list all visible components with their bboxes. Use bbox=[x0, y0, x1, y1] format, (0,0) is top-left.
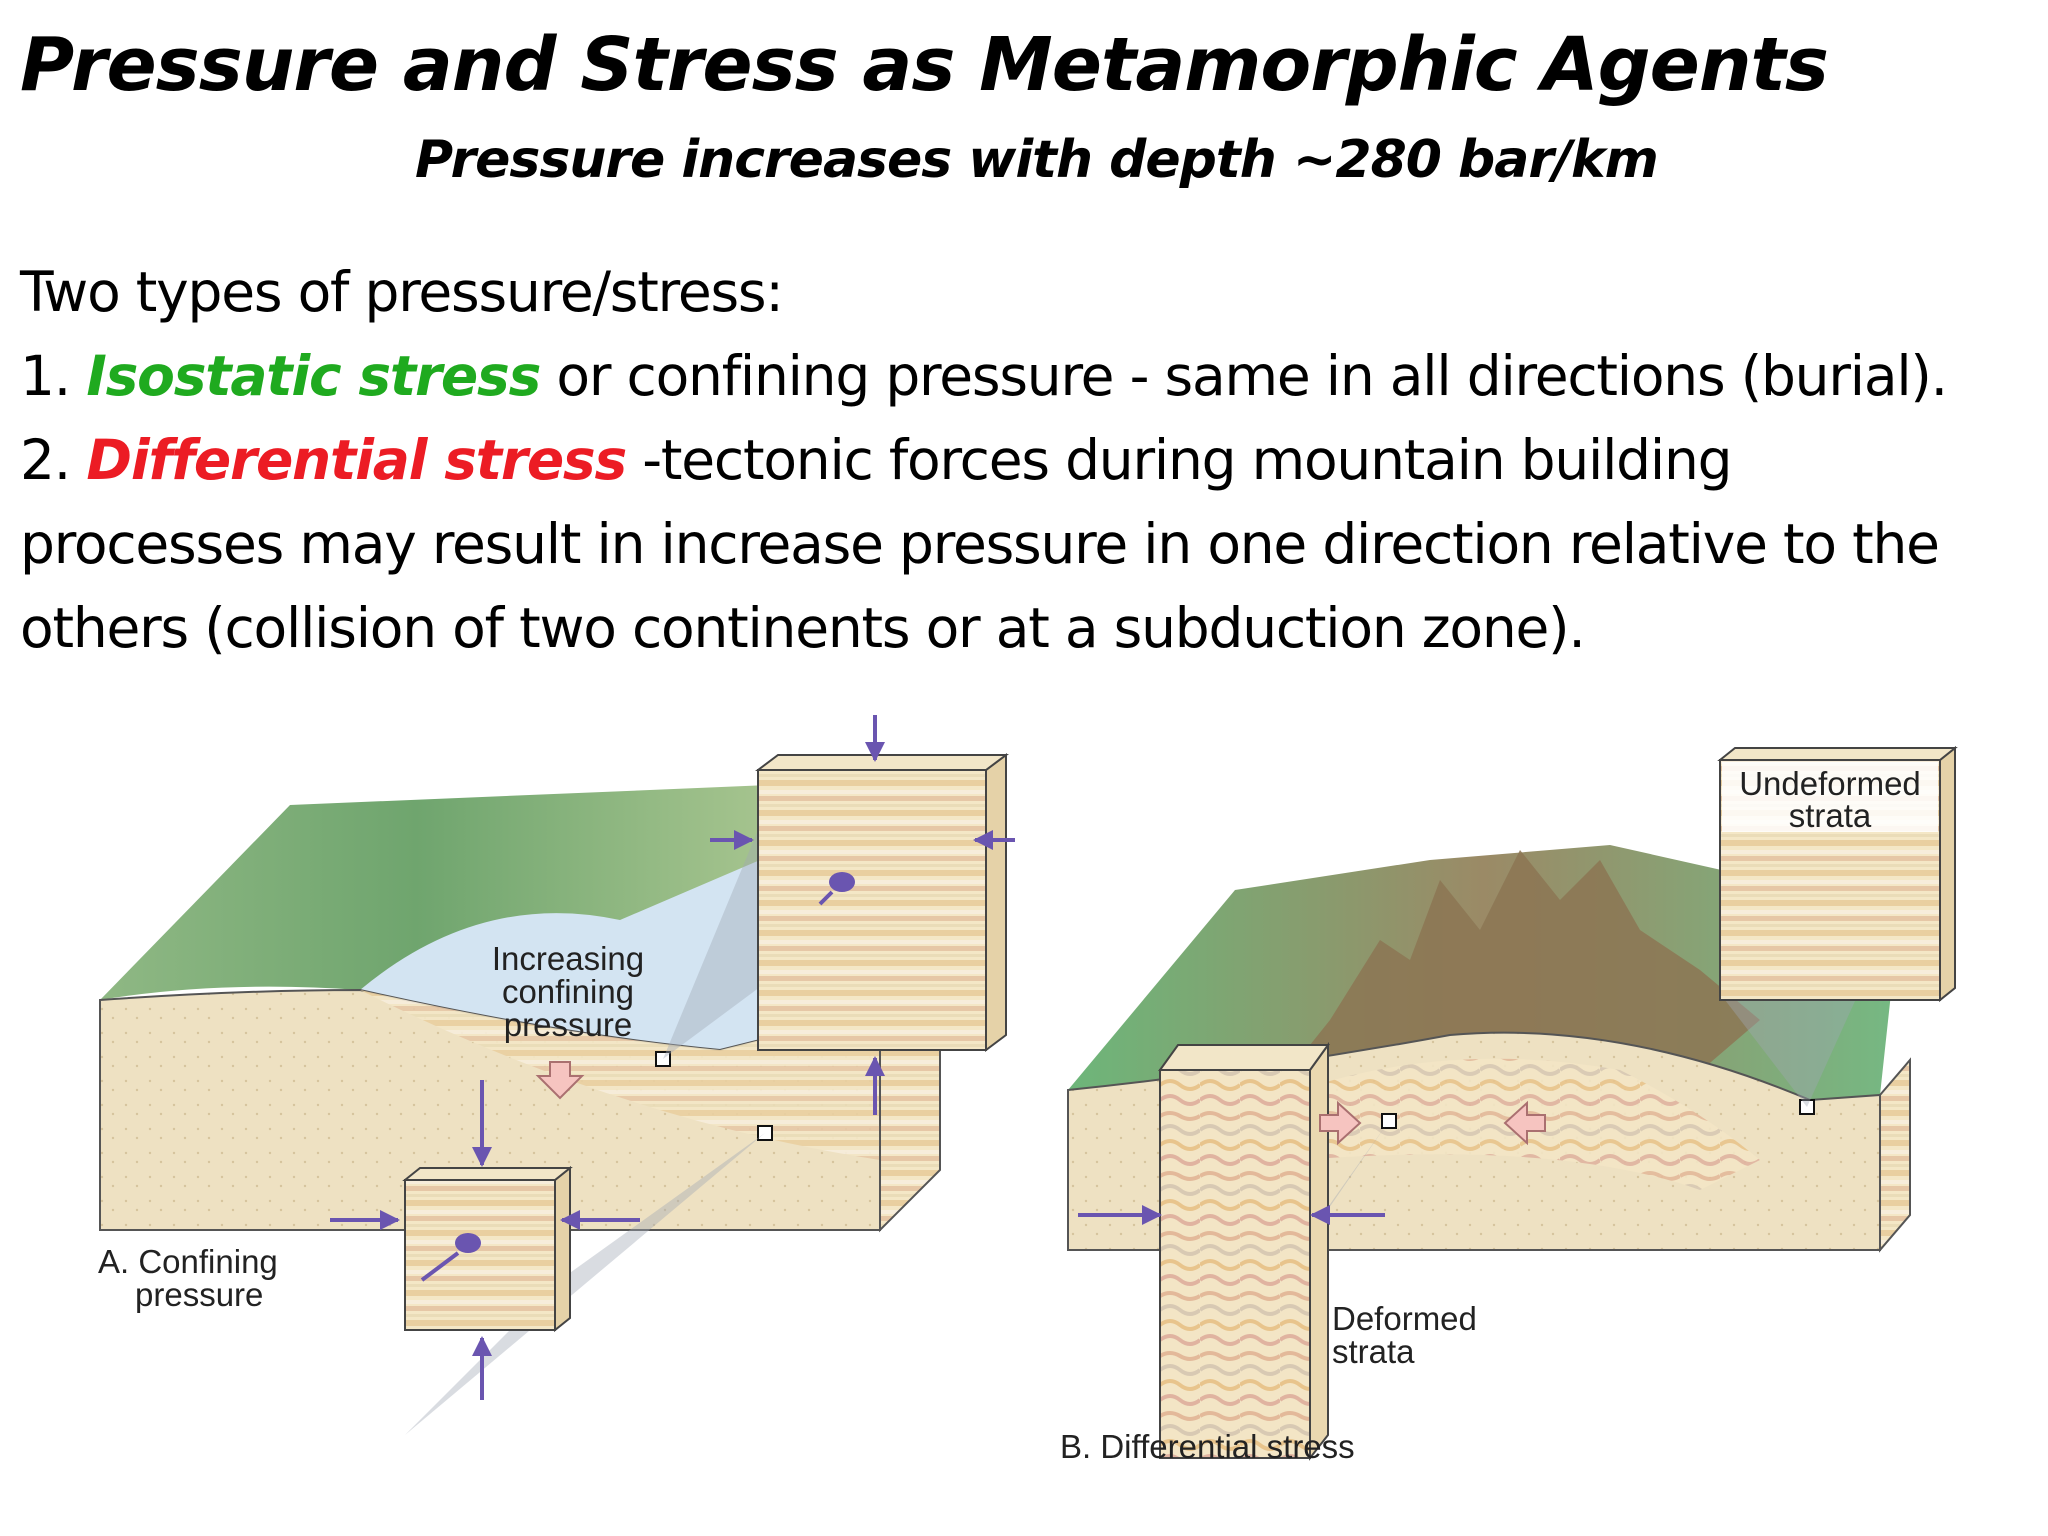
panel-b-side-face bbox=[1879, 1057, 1911, 1253]
item-1: 1. Isostatic stress or confining pressur… bbox=[20, 334, 2030, 418]
increasing-pressure-label-3: pressure bbox=[504, 1006, 632, 1043]
item-1-number: 1. bbox=[20, 344, 87, 408]
panel-a-caption-2: pressure bbox=[135, 1276, 263, 1313]
lower-cube-grain bbox=[455, 1233, 481, 1253]
undeformed-strata-label-1: Undeformed bbox=[1739, 765, 1921, 802]
sample-marker-lower bbox=[757, 1125, 773, 1141]
item-1-text: or confining pressure - same in all dire… bbox=[540, 344, 1948, 408]
increasing-pressure-label-1: Increasing bbox=[492, 940, 644, 977]
item-2-number: 2. bbox=[20, 428, 87, 492]
upper-cube-grain bbox=[829, 872, 855, 892]
deformed-strata-column bbox=[1078, 1041, 1385, 1461]
panel-b-differential-stress: Undeformed strata Deformed strata B. Dif… bbox=[1060, 745, 1958, 1465]
panel-a-water bbox=[360, 860, 880, 1050]
item-2: 2. Differential stress -tectonic forces … bbox=[20, 418, 2030, 502]
panel-a-caption-1: A. Confining bbox=[98, 1243, 278, 1280]
pink-right-arrow bbox=[1319, 1100, 1362, 1146]
projection-lower bbox=[405, 1133, 765, 1435]
differential-stress-term: Differential stress bbox=[86, 428, 627, 492]
increasing-pressure-label-2: confining bbox=[502, 973, 634, 1010]
sample-marker-right bbox=[1799, 1099, 1815, 1115]
panel-b-mountain-range bbox=[1290, 850, 1760, 1080]
item-2-line-3: others (collision of two continents or a… bbox=[20, 596, 1586, 660]
item-2-line-2: processes may result in increase pressur… bbox=[20, 512, 1940, 576]
lower-stress-cube bbox=[330, 1080, 640, 1400]
intro-line: Two types of pressure/stress: bbox=[20, 260, 784, 324]
panel-a-confining-pressure: Increasing confining pressure A. Confini… bbox=[98, 715, 1015, 1435]
projection-right bbox=[1725, 990, 1860, 1107]
panel-a-strata-wedge bbox=[360, 990, 880, 1160]
undeformed-strata-block: Undeformed strata bbox=[1717, 745, 1958, 1003]
isostatic-stress-term: Isostatic stress bbox=[86, 344, 541, 408]
pink-down-arrow bbox=[535, 1061, 585, 1100]
slide-subtitle: Pressure increases with depth ~280 bar/k… bbox=[415, 130, 1659, 190]
undeformed-strata-label-2: strata bbox=[1789, 797, 1872, 834]
upper-stress-cube bbox=[710, 715, 1015, 1115]
deformed-strata-label-2: strata bbox=[1332, 1333, 1415, 1370]
pink-left-arrow bbox=[1503, 1100, 1546, 1146]
slide-title: Pressure and Stress as Metamorphic Agent… bbox=[20, 22, 1829, 108]
deformed-strata-label-1: Deformed bbox=[1332, 1300, 1477, 1337]
sample-marker-upper bbox=[655, 1051, 671, 1067]
sample-marker-left bbox=[1381, 1113, 1397, 1129]
slide-body: Two types of pressure/stress: 1. Isostat… bbox=[20, 250, 2030, 670]
metamorphism-figure: Increasing confining pressure A. Confini… bbox=[98, 715, 1958, 1465]
panel-b-caption: B. Differential stress bbox=[1060, 1428, 1355, 1465]
item-2-text: -tectonic forces during mountain buildin… bbox=[626, 428, 1732, 492]
